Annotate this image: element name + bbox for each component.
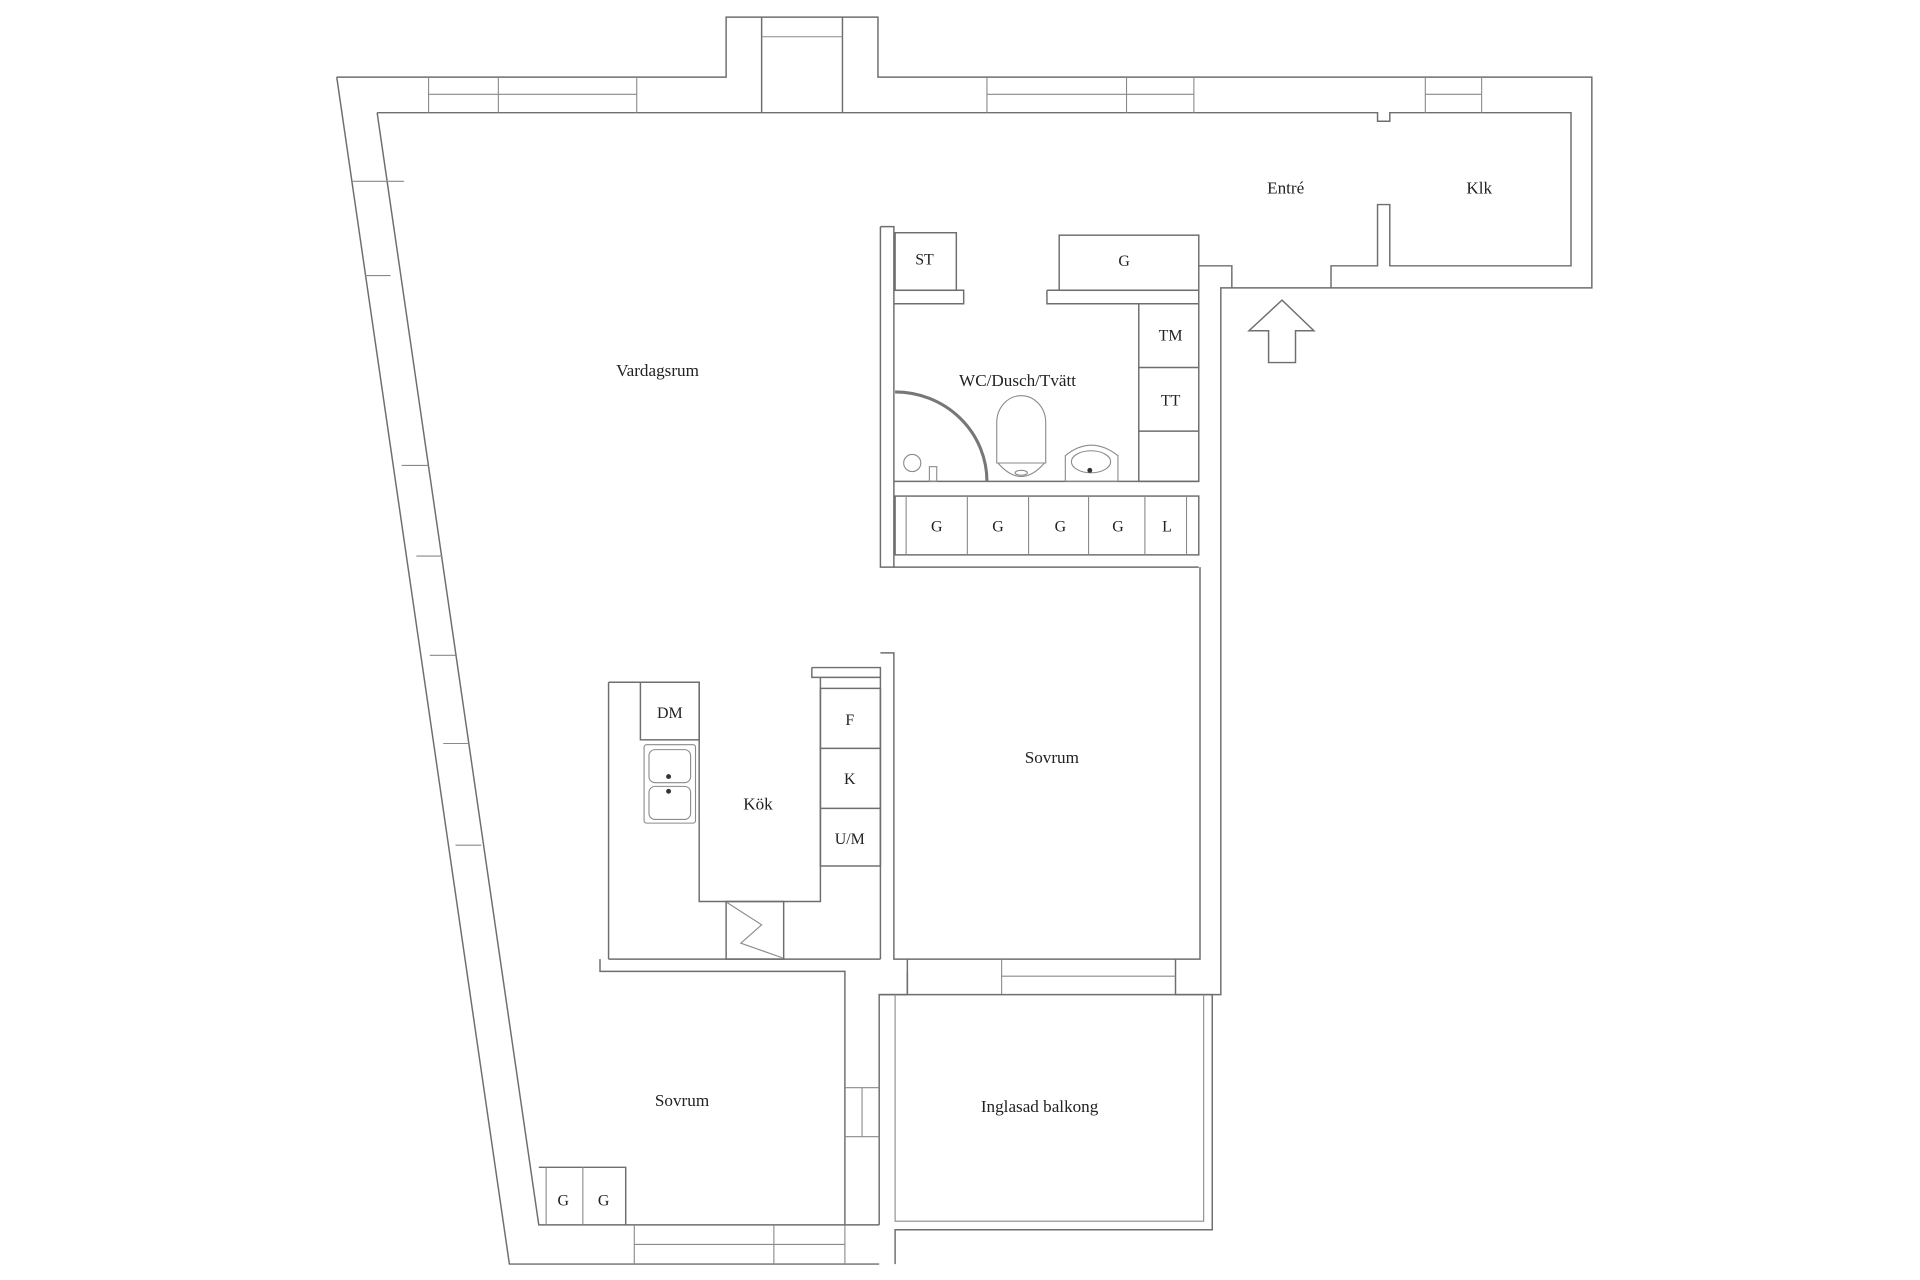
fixture-st: ST (915, 252, 934, 269)
room-label-kok: Kök (743, 795, 773, 814)
fixture-k: K (844, 771, 856, 788)
kitchen (607, 677, 882, 960)
kitchen-sink-icon (643, 744, 697, 824)
left-windows (352, 180, 482, 846)
room-label-entre: Entré (1267, 179, 1304, 198)
wardrobe: G (558, 1192, 569, 1209)
fixture-g-hall: G (1118, 253, 1129, 270)
balcony (879, 993, 1213, 1265)
linen-closet: L (1162, 519, 1172, 536)
entrance-arrow-icon (1247, 299, 1316, 364)
drain-icon (903, 453, 922, 473)
fixture-tt: TT (1161, 392, 1181, 409)
fixture-dm: DM (657, 705, 683, 722)
wardrobe: G (598, 1192, 609, 1209)
chimney-icon (725, 900, 785, 960)
fixture-f: F (845, 712, 854, 729)
bathroom-block (879, 225, 1200, 568)
wardrobe: G (931, 519, 942, 536)
sink-icon (1064, 444, 1119, 482)
room-label-klk: Klk (1466, 179, 1492, 198)
room-label-sovrum-1: Sovrum (1025, 748, 1080, 767)
room-label-vardagsrum: Vardagsrum (616, 361, 699, 380)
shower-icon (895, 390, 989, 482)
wardrobe: G (992, 519, 1003, 536)
toilet-icon (996, 395, 1047, 478)
fixture-tm: TM (1159, 328, 1183, 345)
room-label-wc: WC/Dusch/Tvätt (959, 371, 1076, 390)
room-label-sovrum-2: Sovrum (655, 1091, 710, 1110)
room-label-balkong: Inglasad balkong (981, 1097, 1099, 1116)
wardrobe: G (1112, 519, 1123, 536)
outer-walls (336, 16, 1593, 1265)
fixture-um: U/M (835, 831, 865, 848)
wardrobe: G (1055, 519, 1066, 536)
